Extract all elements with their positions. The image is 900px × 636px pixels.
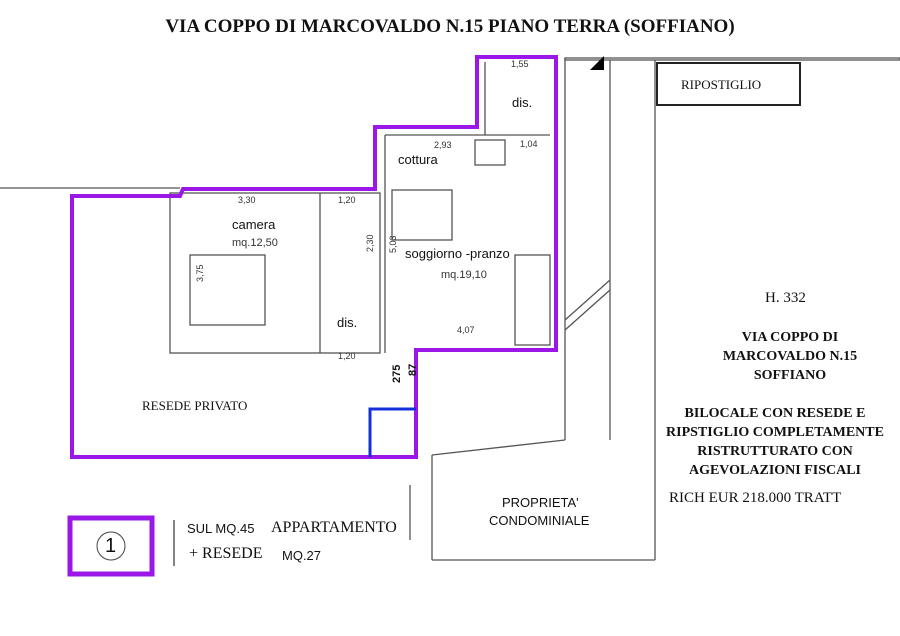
walls — [0, 57, 900, 561]
apartment-outline — [70, 55, 558, 459]
address-line: VIA COPPO DI — [741, 330, 839, 345]
room-soggiorno: soggiorno -pranzo — [405, 246, 510, 261]
room-ripostiglio: RIPOSTIGLIO — [681, 77, 762, 92]
address-block: VIA COPPO DI MARCOVALDO N.15 SOFFIANO — [660, 328, 900, 385]
dim-5-03: 5,03 — [388, 235, 398, 253]
dim-1-55: 1,55 — [511, 59, 529, 69]
description-line: RISTRUTTURATO CON — [697, 444, 853, 459]
room-dis-bottom: dis. — [337, 315, 358, 330]
description-line: RIPSTIGLIO COMPLETAMENTE — [666, 425, 884, 440]
room-cottura: cottura — [398, 152, 438, 167]
room-dis-top: dis. — [512, 95, 533, 110]
price: RICH EUR 218.000 TRATT — [669, 490, 842, 506]
ceiling-height: H. 332 — [765, 290, 806, 306]
description-block: BILOCALE CON RESEDE E RIPSTIGLIO COMPLET… — [645, 404, 900, 480]
room-camera: camera — [232, 217, 276, 232]
legend-sul: SUL MQ.45 — [187, 521, 255, 536]
dim-87: 87 — [407, 363, 419, 376]
dim-4-07: 4,07 — [457, 325, 475, 335]
dim-1-04: 1,04 — [520, 139, 538, 149]
legend-box — [67, 515, 155, 577]
soggiorno-area: mq.19,10 — [441, 269, 487, 281]
condominiale-line2: CONDOMINIALE — [489, 513, 590, 528]
address-line: SOFFIANO — [753, 368, 827, 383]
camera-area: mq.12,50 — [232, 237, 278, 249]
plan-title: VIA COPPO DI MARCOVALDO N.15 PIANO TERRA… — [165, 16, 735, 37]
dim-3-75: 3,75 — [195, 264, 205, 282]
dim-1-20-top: 1,20 — [338, 195, 356, 205]
dim-2-93: 2,93 — [434, 140, 452, 150]
room-resede: RESEDE PRIVATO — [142, 398, 248, 413]
address-line: MARCOVALDO N.15 — [722, 349, 858, 364]
legend-appartamento: APPARTAMENTO — [271, 519, 397, 536]
dim-3-30: 3,30 — [238, 195, 256, 205]
door-icon — [590, 56, 604, 70]
legend-resede: + RESEDE — [189, 545, 263, 562]
dim-1-20-bottom: 1,20 — [338, 351, 356, 361]
description-line: BILOCALE CON RESEDE E — [684, 406, 866, 421]
dim-275: 275 — [391, 364, 403, 383]
description-line: AGEVOLAZIONI FISCALI — [688, 463, 862, 478]
condominiale-line1: PROPRIETA' — [502, 495, 579, 510]
legend-number: 1 — [105, 535, 117, 557]
legend-resede-area: MQ.27 — [282, 548, 322, 563]
dim-2-30: 2,30 — [365, 234, 375, 252]
legend-circle — [96, 531, 126, 561]
resede-marker — [368, 407, 416, 457]
